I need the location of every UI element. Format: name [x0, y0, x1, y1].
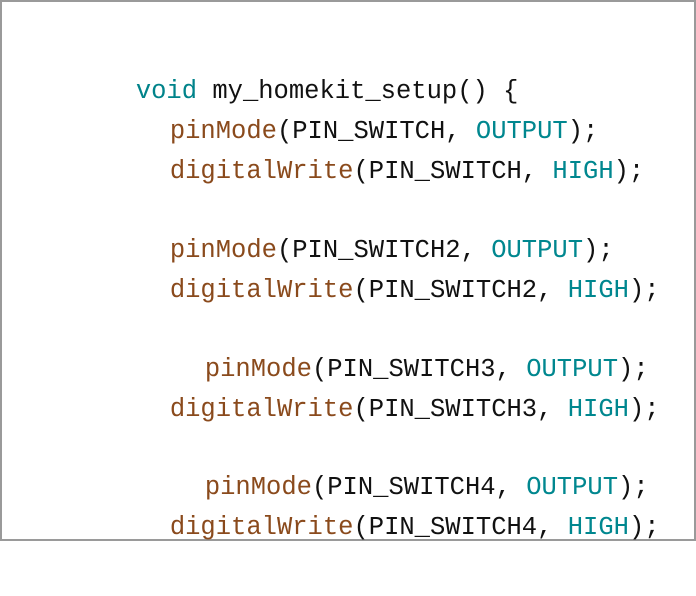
code-frame: void my_homekit_setup() { pinMode(PIN_SW…: [0, 0, 696, 542]
const-output: OUTPUT: [526, 354, 619, 384]
fn-pinmode: pinMode: [204, 472, 312, 502]
args-text: (PIN_SWITCH2,: [353, 275, 568, 305]
args-text: (PIN_SWITCH4,: [353, 512, 568, 542]
closing-text: );: [628, 512, 660, 542]
code-line-digitalwrite-3: digitalWrite(PIN_SWITCH3, HIGH);: [78, 350, 660, 469]
code-line-digitalwrite-2: digitalWrite(PIN_SWITCH2, HIGH);: [78, 231, 660, 350]
code-line-pinmode-2: pinMode(PIN_SWITCH2, OUTPUT);: [78, 191, 614, 310]
code-line-pinmode-3: pinMode(PIN_SWITCH3, OUTPUT);: [113, 310, 649, 429]
code-block: void my_homekit_setup() { pinMode(PIN_SW…: [2, 2, 660, 596]
args-text: (PIN_SWITCH2,: [276, 235, 492, 265]
closing-text: );: [618, 472, 649, 502]
args-text: (PIN_SWITCH,: [276, 116, 476, 146]
closing-text: );: [567, 116, 599, 146]
fn-pinmode: pinMode: [169, 235, 277, 265]
code-line-pinmode-4: pinMode(PIN_SWITCH4, OUTPUT);: [113, 428, 649, 547]
args-text: (PIN_SWITCH3,: [353, 394, 568, 424]
fn-digitalwrite: digitalWrite: [169, 275, 354, 305]
fn-pinmode: pinMode: [204, 354, 312, 384]
code-line-function-signature: void my_homekit_setup() {: [44, 32, 519, 151]
fn-pinmode: pinMode: [169, 116, 277, 146]
const-high: HIGH: [567, 275, 629, 305]
fn-digitalwrite: digitalWrite: [169, 394, 354, 424]
const-high: HIGH: [567, 512, 629, 542]
closing-text: );: [628, 394, 660, 424]
const-output: OUTPUT: [475, 116, 568, 146]
args-text: (PIN_SWITCH,: [353, 156, 553, 186]
closing-text: );: [613, 156, 645, 186]
keyword-void: void: [135, 76, 198, 106]
args-text: (PIN_SWITCH4,: [311, 472, 527, 502]
args-text: (PIN_SWITCH3,: [311, 354, 527, 384]
const-output: OUTPUT: [526, 472, 619, 502]
function-signature-text: my_homekit_setup() {: [197, 76, 519, 106]
closing-text: );: [628, 275, 660, 305]
const-output: OUTPUT: [491, 235, 584, 265]
fn-digitalwrite: digitalWrite: [169, 156, 354, 186]
closing-text: );: [618, 354, 649, 384]
code-line-digitalwrite-4: digitalWrite(PIN_SWITCH4, HIGH);: [78, 468, 660, 587]
closing-text: );: [583, 235, 614, 265]
fn-digitalwrite: digitalWrite: [169, 512, 354, 542]
code-line-pinmode-1: pinMode(PIN_SWITCH, OUTPUT);: [78, 72, 599, 191]
const-high: HIGH: [567, 394, 629, 424]
const-high: HIGH: [552, 156, 614, 186]
code-line-digitalwrite-1: digitalWrite(PIN_SWITCH, HIGH);: [78, 112, 644, 231]
